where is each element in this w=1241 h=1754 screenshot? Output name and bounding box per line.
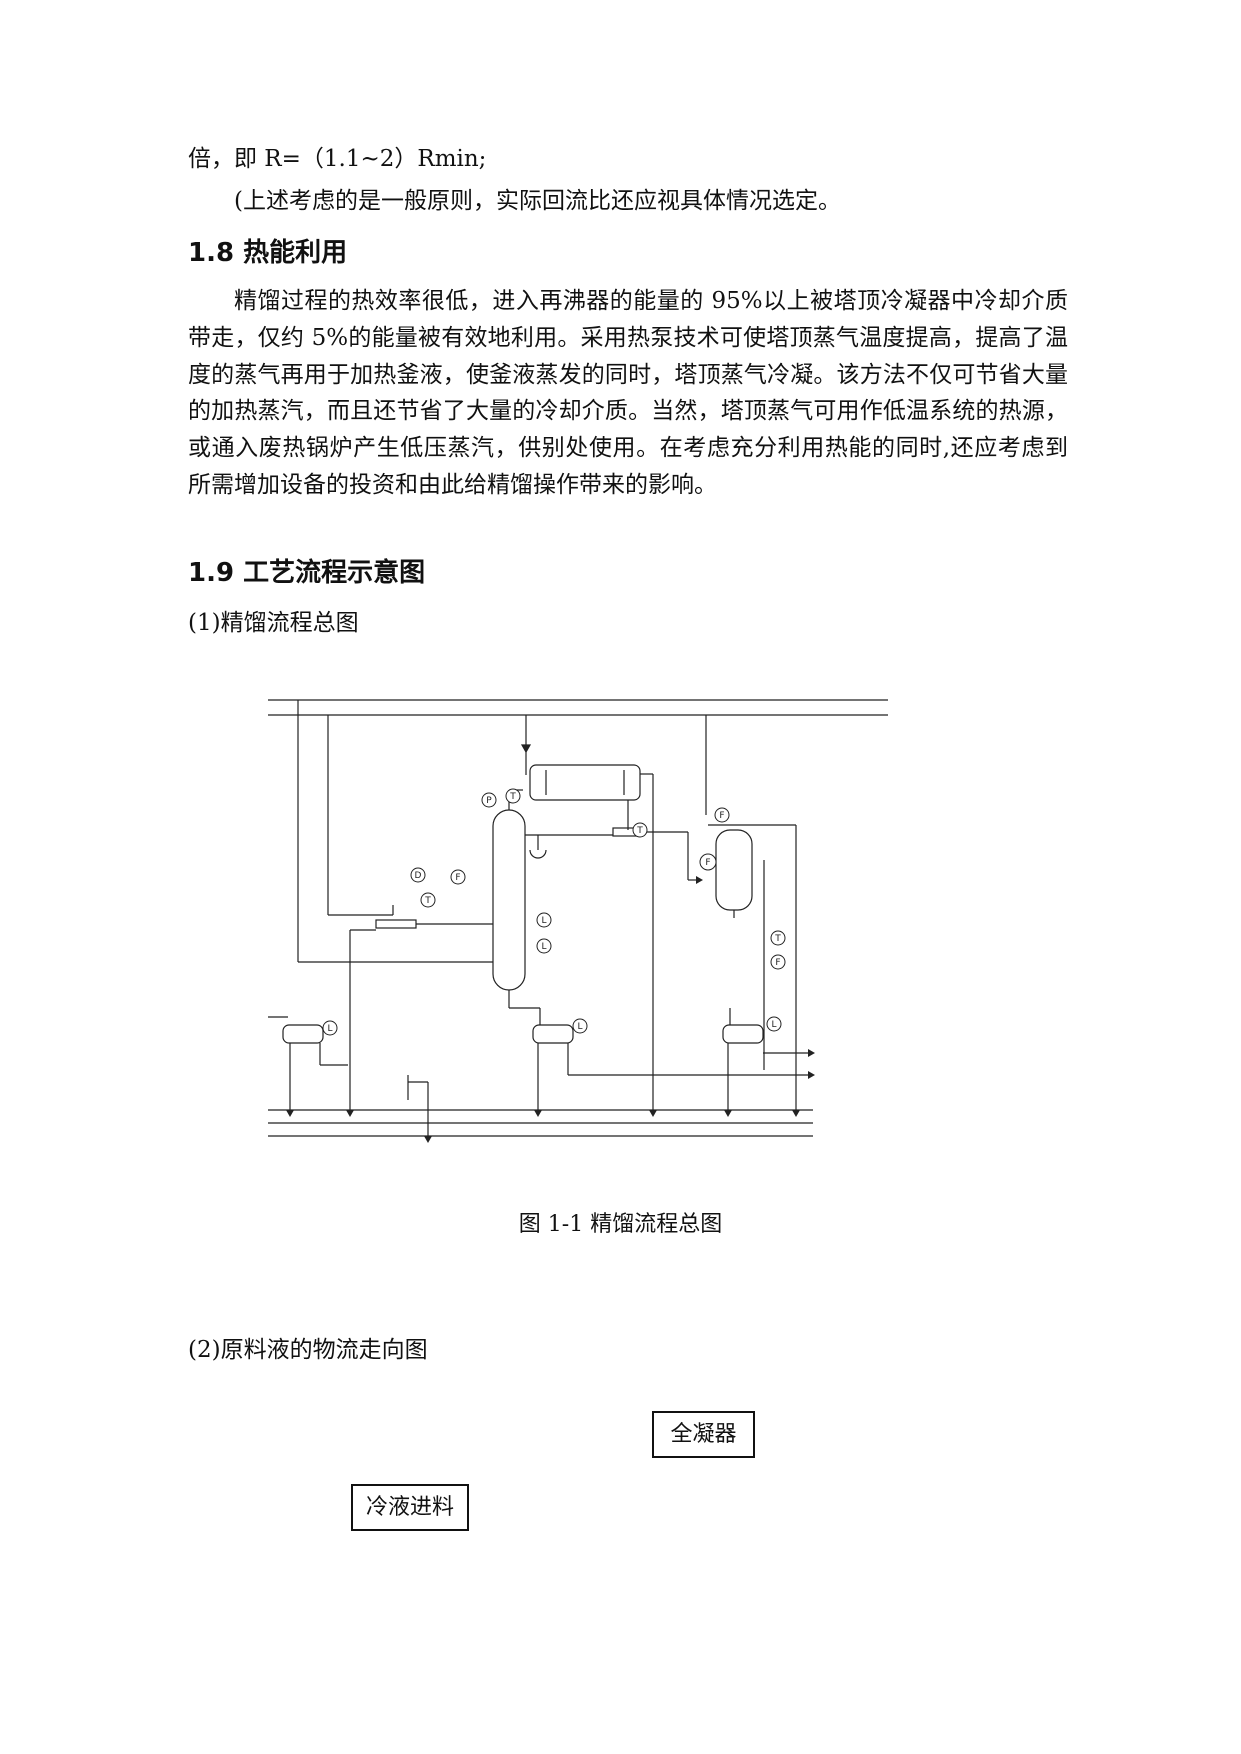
cold-feed-label: 冷液进料 [365, 1495, 454, 1520]
instrument-f-label: F [705, 858, 710, 868]
paragraph-heat-utilization: 精馏过程的热效率很低，进入再沸器的能量的 95%以上被塔顶冷凝器中冷却介质带走，… [188, 288, 1068, 498]
distillation-flow-diagram: P T T F F D T F L L T F L L L [268, 699, 888, 1143]
text-line-principle-note: (上述考虑的是一般原则，实际回流比还应视具体情况选定。 [234, 188, 841, 214]
figure-caption: 图 1-1 精馏流程总图 [518, 1212, 723, 1237]
instrument-t-label: T [636, 826, 643, 836]
instrument-t-label: T [509, 792, 516, 802]
text-line-reflux-ratio: 倍，即 R=（1.1~2）Rmin; [188, 146, 487, 172]
instrument-f-label: F [719, 811, 724, 821]
instrument-d-label: D [415, 871, 422, 881]
item-feed-flow-direction: (2)原料液的物流走向图 [188, 1337, 428, 1363]
instrument-l-label: L [541, 916, 546, 926]
section-heading-1-8: 1.8 热能利用 [188, 238, 348, 268]
instrument-l-label: L [771, 1020, 776, 1030]
condenser-label: 全凝器 [670, 1422, 737, 1447]
instrument-f-label: F [775, 958, 780, 968]
condenser-box: 全凝器 [652, 1411, 755, 1458]
instrument-t-label: T [424, 896, 431, 906]
section-heading-1-9: 1.9 工艺流程示意图 [188, 558, 426, 588]
instrument-l-label: L [541, 942, 546, 952]
instrument-l-label: L [577, 1022, 582, 1032]
item-overall-flow-chart: (1)精馏流程总图 [188, 610, 359, 636]
cold-feed-box: 冷液进料 [351, 1484, 469, 1531]
instrument-t-label: T [774, 934, 781, 944]
instrument-l-label: L [327, 1024, 332, 1034]
instrument-f-label: F [455, 873, 460, 883]
instrument-p-label: P [486, 796, 492, 806]
